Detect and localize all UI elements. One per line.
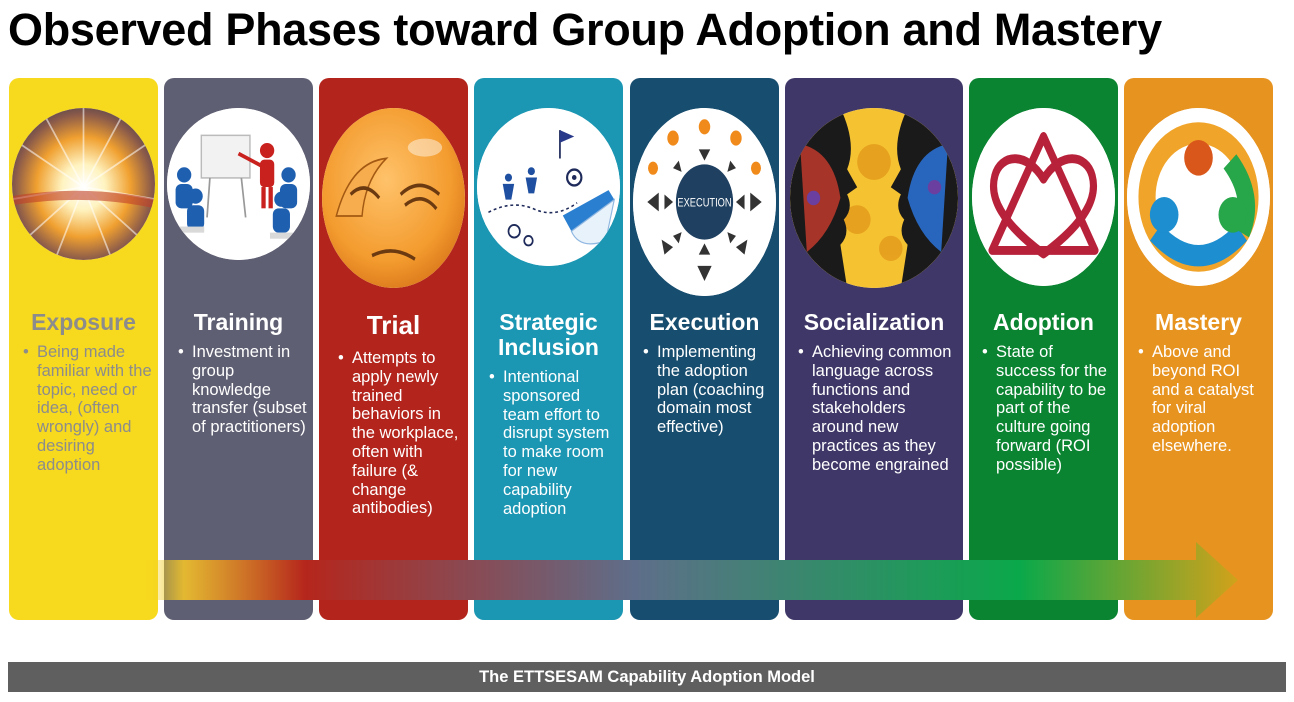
bullet-icon: •	[1138, 343, 1144, 361]
gear-heads-icon	[790, 108, 958, 288]
heart-triangle-icon	[972, 108, 1115, 286]
bullet-icon: •	[798, 343, 804, 361]
target-race-icon	[477, 108, 620, 266]
phase-description: • Being made familiar with the topic, ne…	[23, 343, 152, 474]
bullet-icon: •	[643, 343, 649, 361]
presentation-icon	[167, 108, 310, 260]
phase-strategic-inclusion: Strategic Inclusion • Intentional sponso…	[474, 78, 623, 620]
phase-training: Training • Investment in group knowledge…	[164, 78, 313, 620]
bullet-icon: •	[178, 343, 184, 361]
phase-socialization: Socialization • Achieving common languag…	[785, 78, 963, 620]
bullet-icon: •	[23, 343, 29, 361]
sunburst-icon	[12, 108, 155, 260]
page-title: Observed Phases toward Group Adoption an…	[8, 4, 1162, 55]
phase-description: • Intentional sponsored team effort to d…	[489, 368, 610, 518]
phase-description: • Implementing the adoption plan (coachi…	[643, 343, 765, 437]
execution-arrows-icon: EXECUTION	[633, 108, 776, 296]
phase-mastery: Mastery • Above and beyond ROI and a cat…	[1124, 78, 1273, 620]
phase-title: Execution	[649, 309, 760, 335]
phase-title: Training	[193, 309, 284, 335]
phase-title: Mastery	[1155, 309, 1242, 335]
bullet-icon: •	[489, 368, 495, 386]
phase-exposure: Exposure • Being made familiar with the …	[9, 78, 158, 620]
phase-description: • Attempts to apply newly trained behavi…	[338, 349, 459, 518]
footer-caption: The ETTSESAM Capability Adoption Model	[8, 662, 1286, 692]
phase-trial: Trial • Attempts to apply newly trained …	[319, 78, 468, 620]
phase-description: • State of success for the capability to…	[982, 343, 1107, 474]
unity-circle-icon	[1127, 108, 1270, 286]
phase-description: • Achieving common language across funct…	[798, 343, 952, 474]
phase-title: Adoption	[993, 309, 1094, 335]
phase-description: • Investment in group knowledge transfer…	[178, 343, 307, 437]
bullet-icon: •	[982, 343, 988, 361]
phase-execution: EXECUTION Execution • Implementi	[630, 78, 779, 620]
phase-title: Strategic Inclusion	[498, 309, 599, 360]
facepalm-emoji-icon	[322, 108, 465, 288]
phase-description: • Above and beyond ROI and a catalyst fo…	[1138, 343, 1254, 455]
phase-title: Socialization	[803, 309, 945, 335]
phase-title: Exposure	[31, 309, 136, 335]
phase-title: Trial	[366, 310, 421, 340]
phase-adoption: Adoption • State of success for the capa…	[969, 78, 1118, 620]
execution-label: EXECUTION	[677, 197, 731, 211]
bullet-icon: •	[338, 349, 344, 367]
